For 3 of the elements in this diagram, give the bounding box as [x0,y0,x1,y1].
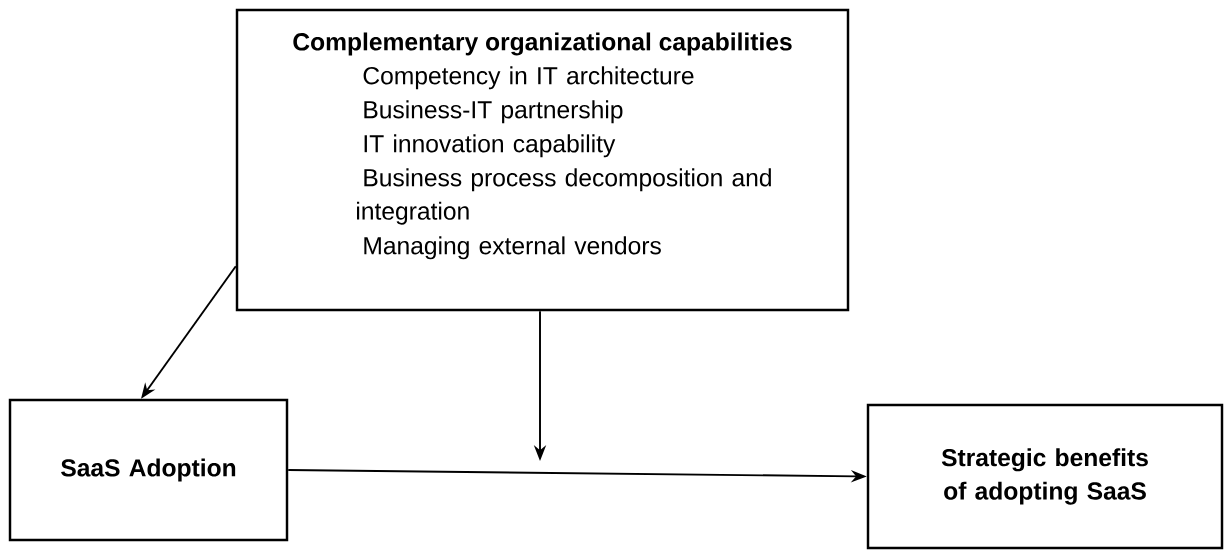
process-box: Strategic benefits of adopting SaaS [866,403,1224,550]
process-box: SaaS Adoption [8,398,289,542]
process-box: Complementary organizational capabilities Competency in IT architecture Business-IT partnership IT innovation capability Business process decomposition and integration Managing external vendors [235,8,850,312]
